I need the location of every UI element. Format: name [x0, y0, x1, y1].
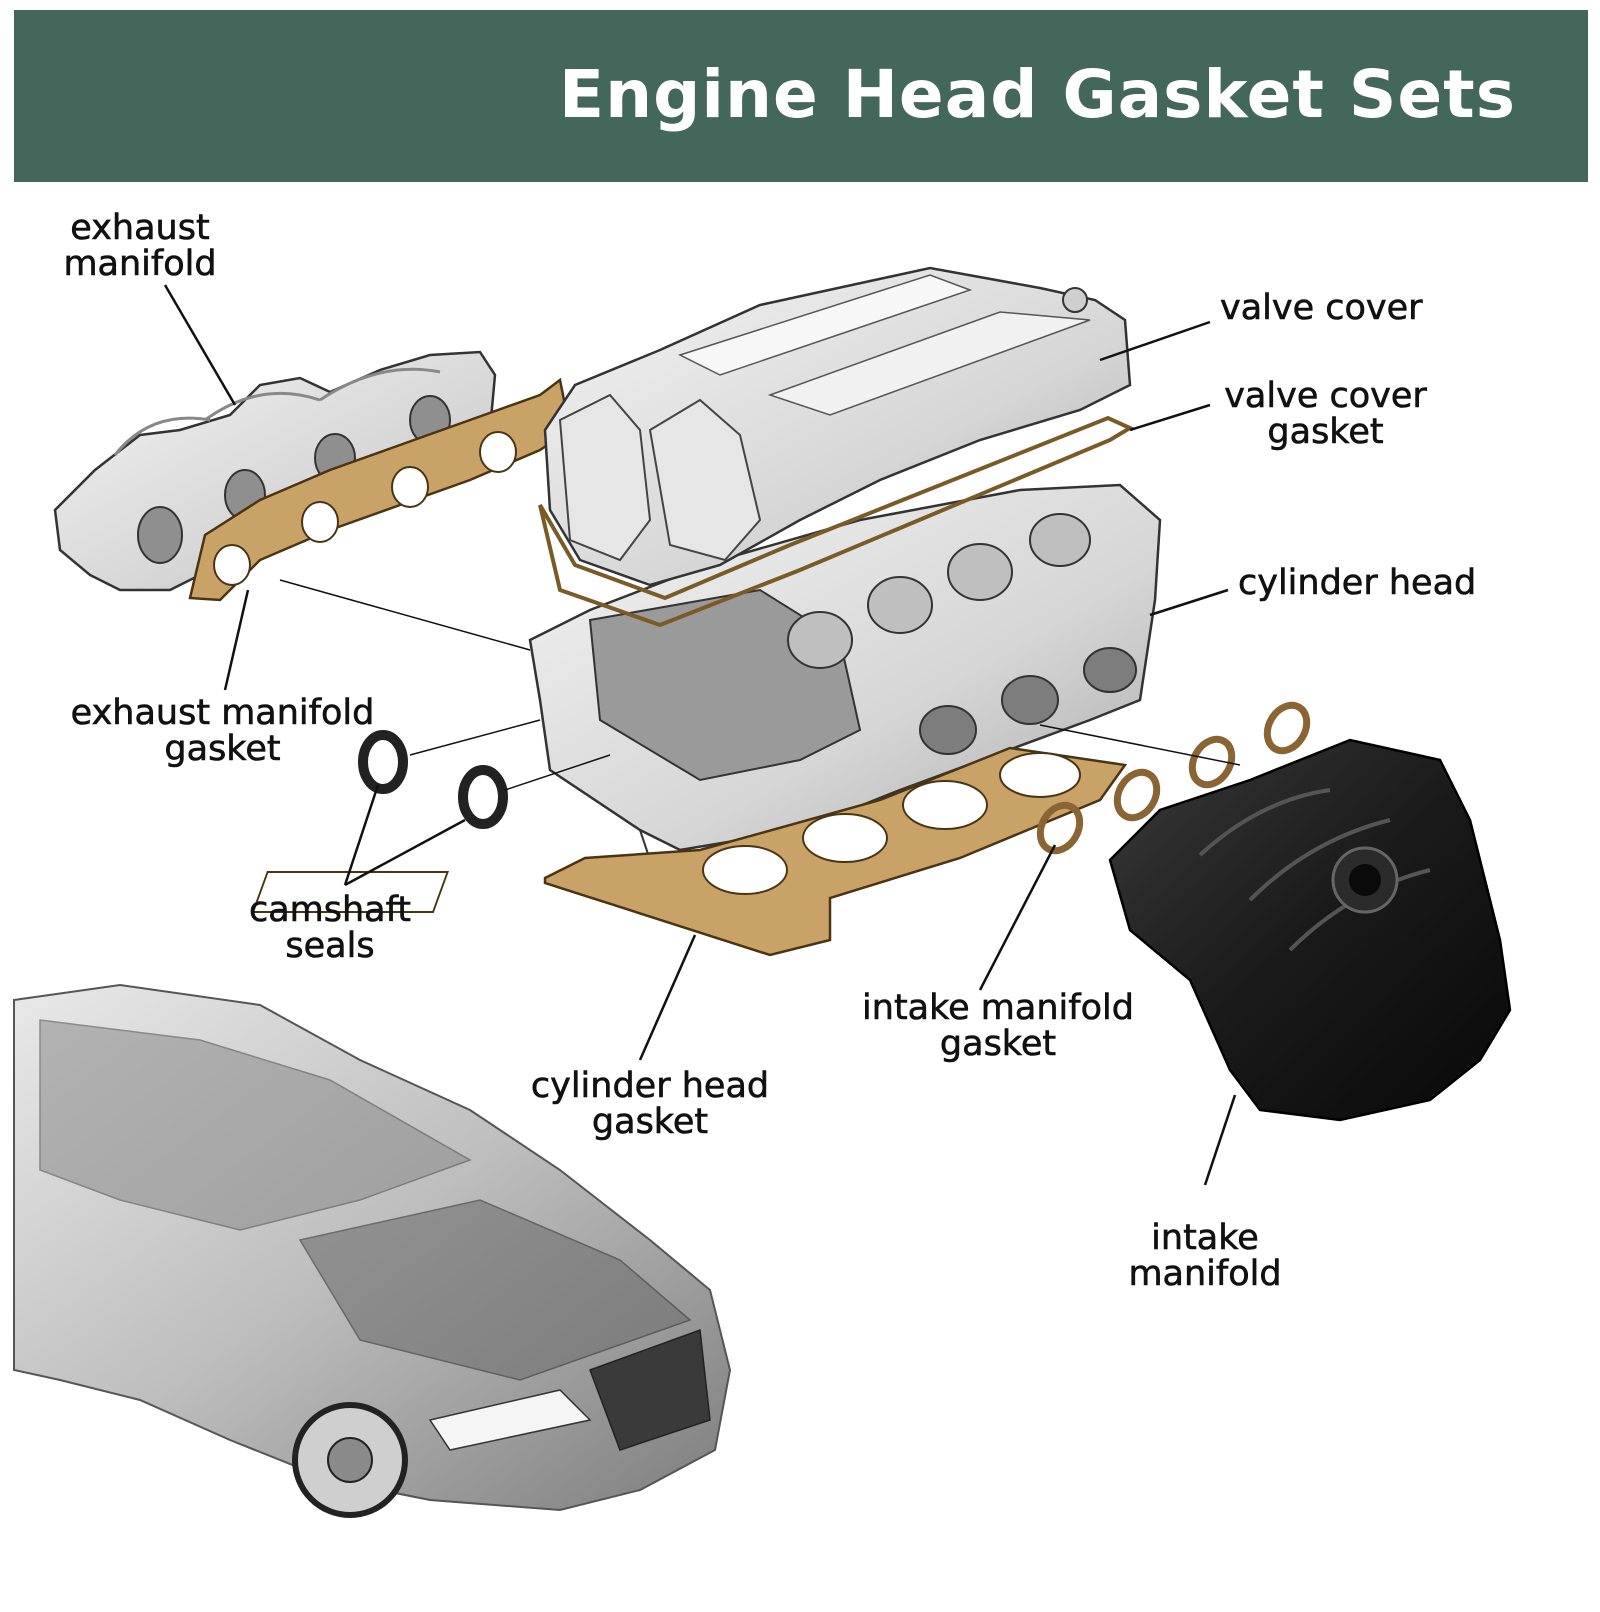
intake-manifold-part [1108, 738, 1512, 1122]
camshaft-seals-label: camshaft seals [248, 890, 412, 966]
exhaust-manifold-gasket-label: exhaust manifold gasket [70, 693, 375, 769]
valve-cover-gasket-part [538, 415, 1135, 628]
camshaft-seals-part [358, 730, 508, 829]
leader-lines [163, 284, 1241, 1186]
title-banner: Engine Head Gasket Sets [14, 10, 1588, 182]
car-illustration [13, 983, 732, 1518]
page-title: Engine Head Gasket Sets [559, 56, 1516, 133]
cylinder-head-gasket-part [251, 746, 1128, 957]
exhaust-manifold-label: exhaust manifold [63, 208, 217, 284]
valve-cover-part [543, 266, 1132, 587]
cylinder-head-label: cylinder head [1238, 563, 1477, 603]
valve-cover-gasket-label: valve cover gasket [1224, 376, 1427, 452]
intake-manifold-gasket-label: intake manifold gasket [862, 988, 1134, 1064]
valve-cover-label: valve cover [1220, 288, 1423, 328]
intake-manifold-label: intake manifold [1128, 1218, 1282, 1294]
cylinder-head-gasket-label: cylinder head gasket [530, 1066, 770, 1142]
cylinder-head-part [528, 483, 1162, 872]
intake-manifold-gaskets-part [1036, 701, 1311, 855]
